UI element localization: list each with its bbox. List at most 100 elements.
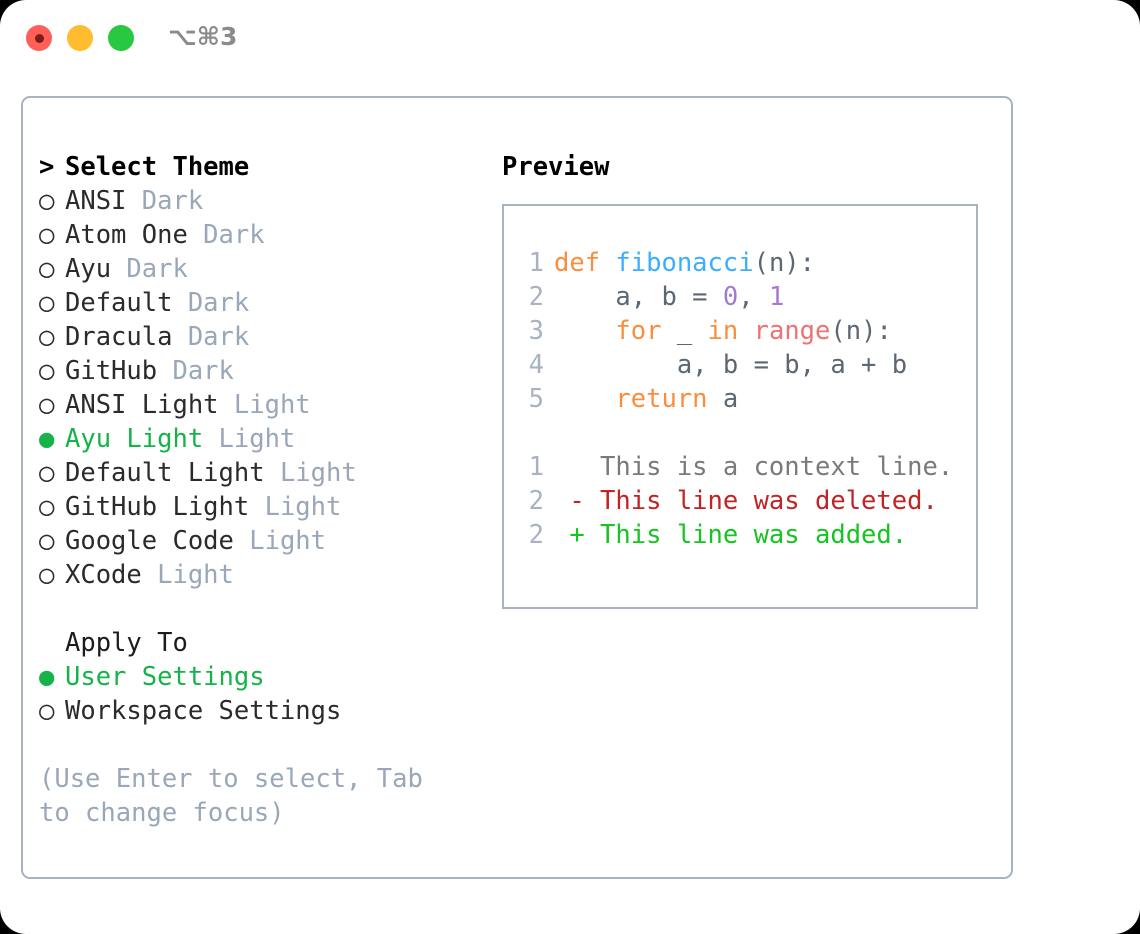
- line-number: 3: [528, 316, 544, 346]
- radio-unselected-icon[interactable]: ○: [39, 526, 55, 556]
- maximize-button[interactable]: [108, 25, 134, 51]
- theme-picker-column: > Select Theme ○ ANSI Dark ○ Atom One Dark ○ A…: [39, 150, 469, 830]
- theme-name: ANSI: [65, 186, 127, 216]
- diff-line-text: + This line was added.: [554, 520, 908, 550]
- diff-line-text: - This line was deleted.: [554, 486, 938, 516]
- code-token: 0: [722, 282, 739, 312]
- theme-list-item[interactable]: ● Ayu Light Light: [39, 422, 469, 456]
- radio-unselected-icon[interactable]: ○: [39, 186, 55, 216]
- apply-to-option-label: User Settings: [65, 662, 265, 692]
- theme-list-item[interactable]: ○Dracula Dark: [39, 320, 469, 354]
- code-token: return: [615, 384, 708, 414]
- theme-variant-tag: Light: [249, 492, 342, 522]
- theme-name: ANSI Light: [65, 390, 219, 420]
- line-number: 1: [528, 248, 544, 278]
- prompt-caret-icon: >: [39, 152, 55, 182]
- theme-list-item[interactable]: ○ GitHub Light Light: [39, 490, 469, 524]
- theme-name: GitHub: [65, 356, 158, 386]
- code-token: range: [753, 316, 831, 346]
- theme-name: Dracula: [65, 322, 173, 352]
- minimize-button[interactable]: [67, 25, 93, 51]
- theme-name: Atom One: [65, 220, 188, 250]
- apply-to-option-label: Workspace Settings: [65, 696, 342, 726]
- theme-variant-tag: Light: [203, 424, 296, 454]
- radio-unselected-icon[interactable]: ○: [39, 288, 55, 318]
- theme-picker-header: > Select Theme: [39, 150, 469, 184]
- code-token: ,: [738, 282, 769, 312]
- main-card: > Select Theme ○ ANSI Dark ○ Atom One Dark ○ A…: [21, 96, 1013, 879]
- page-title: Select Theme: [65, 152, 250, 182]
- theme-list-item[interactable]: ○ XCode Light: [39, 558, 469, 592]
- theme-name: Google Code: [65, 526, 234, 556]
- radio-selected-icon[interactable]: ●: [39, 662, 55, 692]
- apply-to-title: Apply To: [39, 626, 469, 660]
- traffic-lights: [26, 25, 134, 51]
- radio-unselected-icon[interactable]: ○: [39, 356, 55, 386]
- theme-list-item[interactable]: ○ GitHub Dark: [39, 354, 469, 388]
- code-line: 4 a, b = b, a + b: [518, 348, 953, 382]
- theme-variant-tag: Dark: [157, 356, 234, 386]
- radio-unselected-icon[interactable]: ○: [39, 560, 55, 590]
- code-line: 5 return a: [518, 382, 953, 416]
- theme-name: XCode: [65, 560, 142, 590]
- theme-variant-tag: Light: [141, 560, 234, 590]
- code-token: in: [707, 316, 739, 346]
- theme-list-item[interactable]: ○ ANSI Light Light: [39, 388, 469, 422]
- theme-list-item[interactable]: ○Google Code Light: [39, 524, 469, 558]
- theme-list-item[interactable]: ○ Default Dark: [39, 286, 469, 320]
- line-number: 4: [528, 350, 544, 380]
- diff-line-text: This is a context line.: [554, 452, 954, 482]
- radio-unselected-icon[interactable]: ○: [39, 322, 55, 352]
- theme-name: Ayu Light: [65, 424, 204, 454]
- code-blank-line: [518, 416, 953, 450]
- code-token: for: [615, 316, 662, 346]
- code-token: 1: [768, 282, 785, 312]
- theme-name: Default Light: [65, 458, 265, 488]
- code-line: 2 a, b = 0, 1: [518, 280, 953, 314]
- apply-to-option[interactable]: ● User Settings: [39, 660, 469, 694]
- keyboard-shortcut-label: ⌥⌘3: [168, 22, 238, 51]
- code-line: 3 for _ in range(n):: [518, 314, 953, 348]
- theme-name: GitHub Light: [65, 492, 250, 522]
- line-number: 1: [528, 452, 544, 482]
- theme-variant-tag: Light: [218, 390, 311, 420]
- radio-unselected-icon[interactable]: ○: [39, 254, 55, 284]
- theme-name: Ayu: [65, 254, 112, 284]
- theme-list-item[interactable]: ○ Default Light Light: [39, 456, 469, 490]
- code-token: _: [661, 316, 708, 346]
- apply-to-indent-spacer: [39, 626, 65, 660]
- theme-variant-tag: Dark: [126, 186, 204, 216]
- theme-list-item[interactable]: ○ ANSI Dark: [39, 184, 469, 218]
- theme-variant-tag: Dark: [187, 220, 265, 250]
- keyboard-hint: (Use Enter to select, Tab to change focu…: [39, 764, 423, 828]
- apply-to-option[interactable]: ○ Workspace Settings: [39, 694, 469, 728]
- theme-list-item[interactable]: ○ Atom One Dark: [39, 218, 469, 252]
- radio-unselected-icon[interactable]: ○: [39, 458, 55, 488]
- code-token: [738, 316, 753, 346]
- diff-line: 1 This is a context line.: [518, 450, 954, 484]
- close-button[interactable]: [26, 25, 52, 51]
- theme-list-item[interactable]: ○Ayu Dark: [39, 252, 469, 286]
- radio-unselected-icon[interactable]: ○: [39, 492, 55, 522]
- radio-unselected-icon[interactable]: ○: [39, 696, 55, 726]
- title-bar: ⌥⌘3: [0, 0, 1140, 78]
- theme-variant-tag: Dark: [172, 288, 250, 318]
- theme-name: Default: [65, 288, 173, 318]
- code-token: a, b = b, a + b: [554, 350, 908, 380]
- code-token: a: [707, 384, 739, 414]
- radio-selected-icon[interactable]: ●: [39, 424, 55, 454]
- line-number: 2: [528, 486, 544, 516]
- code-token: [554, 384, 615, 414]
- theme-list: ○ ANSI Dark ○ Atom One Dark ○ Ayu Dark ○ Defaul…: [39, 184, 469, 592]
- diff-line: 2 + This line was added.: [518, 518, 953, 552]
- theme-variant-tag: Light: [264, 458, 357, 488]
- radio-unselected-icon[interactable]: ○: [39, 220, 55, 250]
- line-number: 2: [528, 520, 544, 550]
- code-token: (n):: [830, 316, 892, 346]
- radio-unselected-icon[interactable]: ○: [39, 390, 55, 420]
